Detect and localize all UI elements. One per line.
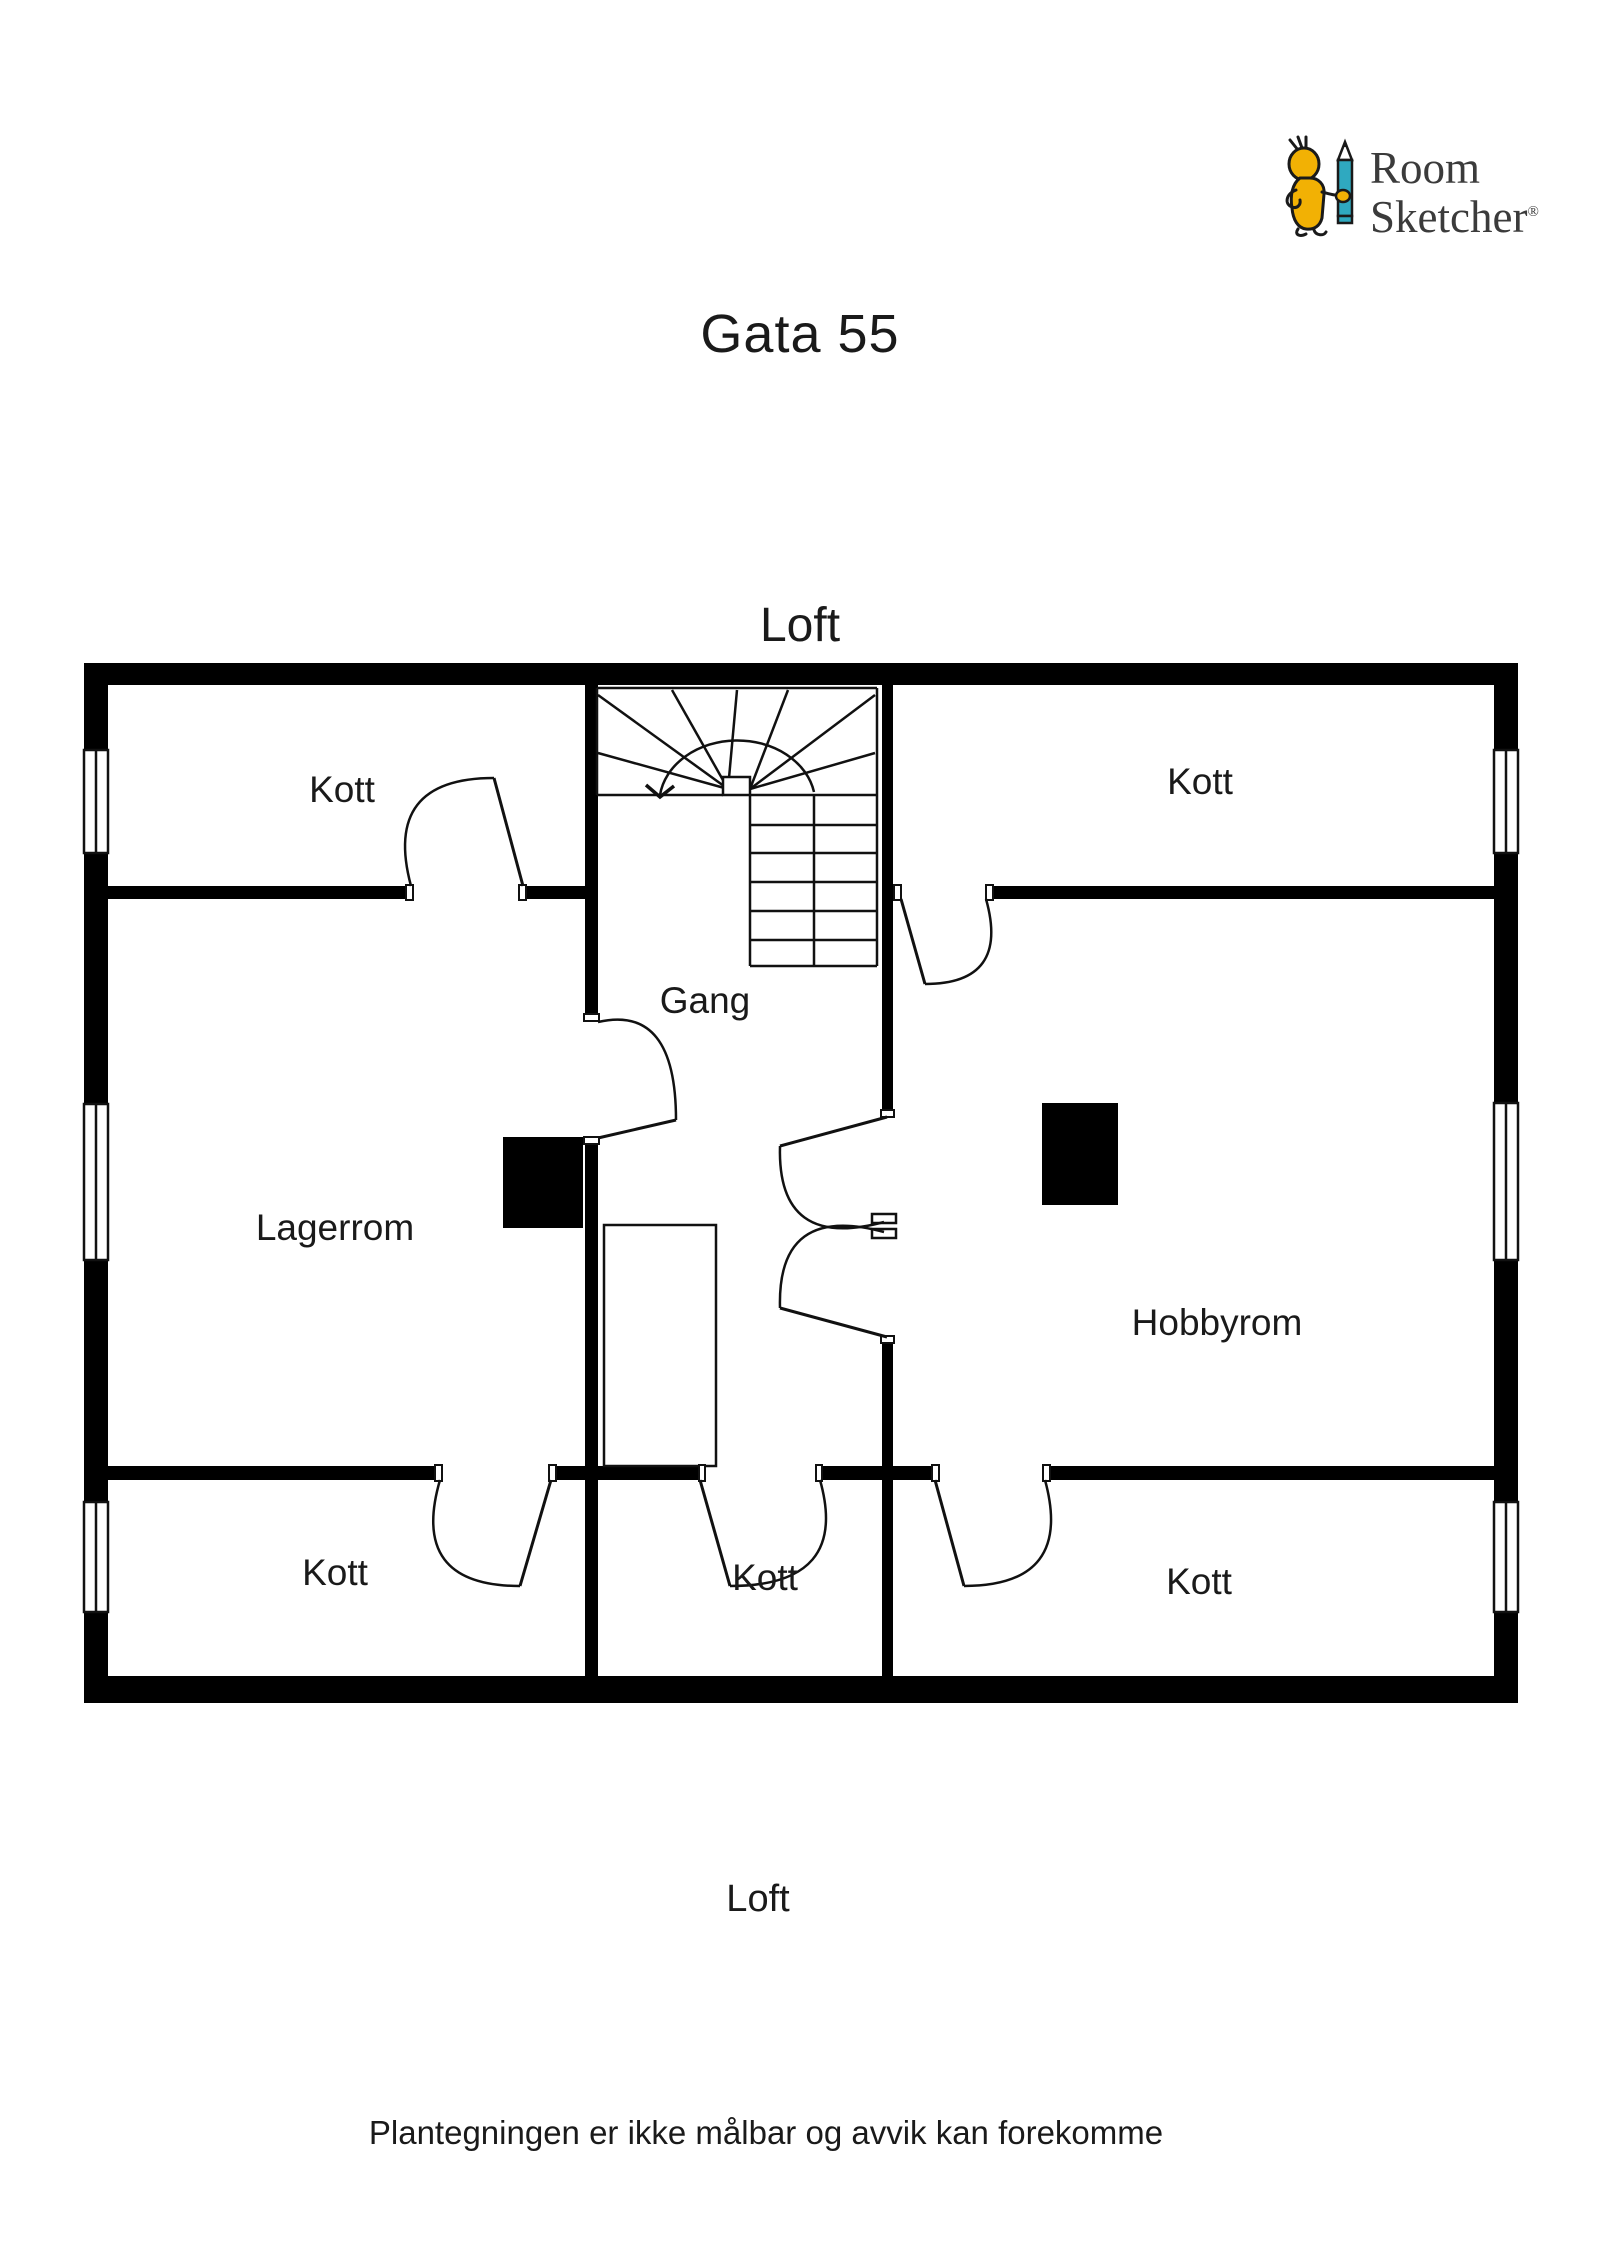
door-jamb bbox=[893, 884, 902, 901]
stair-walk-line bbox=[658, 739, 816, 796]
stair-line bbox=[597, 751, 729, 791]
door-kott-bottom-center-swing-arc bbox=[729, 1479, 828, 1588]
room-label-kott-top-left: Kott bbox=[309, 769, 376, 810]
stair-down-arrow-icon bbox=[644, 783, 676, 800]
door-jamb bbox=[698, 1464, 706, 1482]
door-jamb bbox=[434, 1464, 443, 1482]
double-door-stop bbox=[870, 1212, 898, 1225]
shaft-recess bbox=[602, 1223, 718, 1468]
door-jamb bbox=[518, 884, 527, 901]
door-kott-top-right-leaf bbox=[899, 898, 927, 985]
door-jamb bbox=[583, 1136, 600, 1145]
door-hobbyrom-upper-leaf bbox=[779, 1115, 888, 1148]
room-label-kott-bottom-center: Kott bbox=[732, 1557, 799, 1598]
wall-segment bbox=[108, 886, 412, 899]
wall-segment bbox=[108, 1466, 438, 1480]
wall-segment bbox=[820, 1466, 882, 1480]
floor-label-bottom: Loft bbox=[726, 1878, 790, 1920]
door-kott-bottom-left-leaf bbox=[518, 1479, 553, 1587]
floor-label-top: Loft bbox=[759, 599, 841, 652]
door-jamb bbox=[1042, 1464, 1051, 1482]
door-jamb bbox=[880, 1109, 895, 1118]
room-label-gang: Gang bbox=[660, 980, 751, 1021]
logo-line-1: Room bbox=[1370, 143, 1481, 193]
door-hobbyrom-lower-leaf bbox=[779, 1306, 888, 1339]
door-jamb bbox=[548, 1464, 557, 1482]
room-label-kott-top-right: Kott bbox=[1167, 761, 1234, 802]
door-kott-bottom-right-leaf bbox=[933, 1479, 966, 1587]
stair-line bbox=[748, 689, 790, 790]
door-kott-bottom-left-swing-arc bbox=[431, 1479, 521, 1588]
room-label-hobbyrom: Hobbyrom bbox=[1132, 1302, 1303, 1343]
wall-segment bbox=[84, 1676, 1518, 1703]
door-jamb bbox=[815, 1464, 823, 1482]
wall-segment bbox=[882, 1337, 893, 1676]
wall-segment bbox=[1045, 1466, 1494, 1480]
wall-segment bbox=[986, 886, 1494, 899]
door-hobbyrom-upper-swing-arc bbox=[778, 1145, 885, 1230]
door-kott-bottom-center-leaf bbox=[698, 1479, 732, 1587]
chimney bbox=[1042, 1103, 1118, 1205]
stair-line bbox=[749, 751, 876, 791]
roomsketcher-logo: Room Sketcher® bbox=[1284, 134, 1539, 242]
stair-line bbox=[670, 689, 730, 790]
stair-line bbox=[749, 694, 876, 790]
room-label-kott-bottom-left: Kott bbox=[302, 1552, 369, 1593]
door-kott-top-right-swing-arc bbox=[924, 898, 993, 986]
wall-segment bbox=[882, 685, 893, 1117]
door-kott-top-left-swing-arc bbox=[403, 776, 495, 887]
roomsketcher-mascot-icon bbox=[1285, 135, 1354, 237]
page-title: Gata 55 bbox=[700, 304, 900, 364]
door-kott-bottom-right-swing-arc bbox=[963, 1479, 1053, 1588]
room-label-lagerrom: Lagerrom bbox=[256, 1207, 414, 1248]
door-jamb bbox=[405, 884, 414, 901]
double-door-stop bbox=[870, 1227, 898, 1240]
wall-segment bbox=[551, 1466, 585, 1480]
chimney bbox=[503, 1137, 583, 1228]
door-lagerrom-leaf bbox=[597, 1118, 677, 1140]
registered-trademark: ® bbox=[1527, 204, 1539, 220]
door-jamb bbox=[931, 1464, 940, 1482]
wall-segment bbox=[519, 886, 585, 899]
door-kott-top-left-leaf bbox=[492, 777, 525, 887]
door-jamb bbox=[880, 1335, 895, 1344]
wall-segment bbox=[893, 1466, 935, 1480]
wall-segment bbox=[598, 1466, 700, 1480]
door-hobbyrom-lower-swing-arc bbox=[778, 1224, 885, 1309]
stair-line bbox=[597, 693, 729, 791]
wall-segment bbox=[84, 663, 1518, 685]
room-label-kott-bottom-right: Kott bbox=[1166, 1561, 1233, 1602]
door-lagerrom-swing-arc bbox=[597, 1018, 678, 1121]
roomsketcher-wordmark: Room Sketcher® bbox=[1370, 143, 1539, 242]
door-jamb bbox=[583, 1013, 600, 1022]
wall-segment bbox=[585, 1138, 598, 1676]
disclaimer-text: Plantegningen er ikke målbar og avvik ka… bbox=[368, 2114, 1164, 2151]
logo-line-2: Sketcher® bbox=[1370, 192, 1539, 242]
stair-newel bbox=[721, 775, 752, 797]
wall-segment bbox=[585, 685, 598, 1020]
door-jamb bbox=[985, 884, 994, 901]
